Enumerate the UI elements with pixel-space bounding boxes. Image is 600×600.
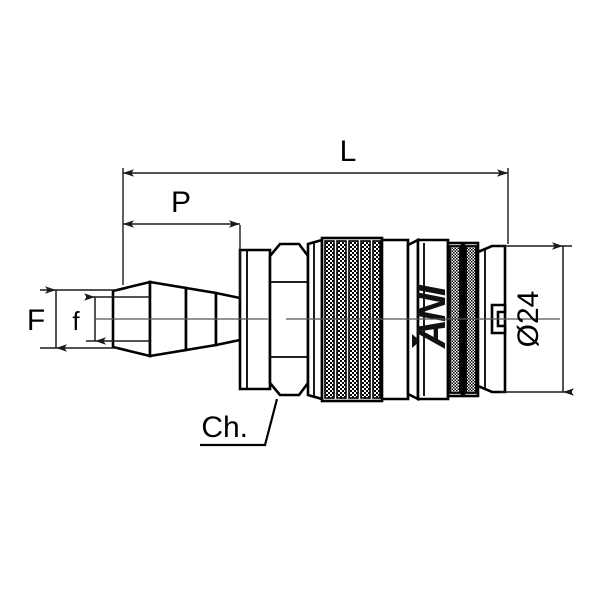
dimension-body-diameter: Ø24	[500, 242, 574, 396]
callout-label-Ch: Ch.	[201, 411, 248, 444]
dimension-label-F: F	[27, 304, 45, 337]
dimension-label-P: P	[171, 186, 191, 219]
ani-logo-text: ANI	[410, 284, 454, 349]
dimension-barb-length: P	[123, 186, 241, 298]
dimension-label-f: f	[72, 306, 80, 336]
callout-chamfer: Ch.	[200, 398, 279, 447]
dimension-barb-major-diameter: F	[27, 286, 118, 352]
dimension-overall-length: L	[122, 135, 509, 285]
dimension-label-L: L	[340, 135, 357, 168]
dimension-barb-minor-diameter: f	[72, 293, 150, 345]
dimension-label-diameter: Ø24	[512, 291, 545, 348]
ani-logo: ANI	[410, 284, 454, 349]
